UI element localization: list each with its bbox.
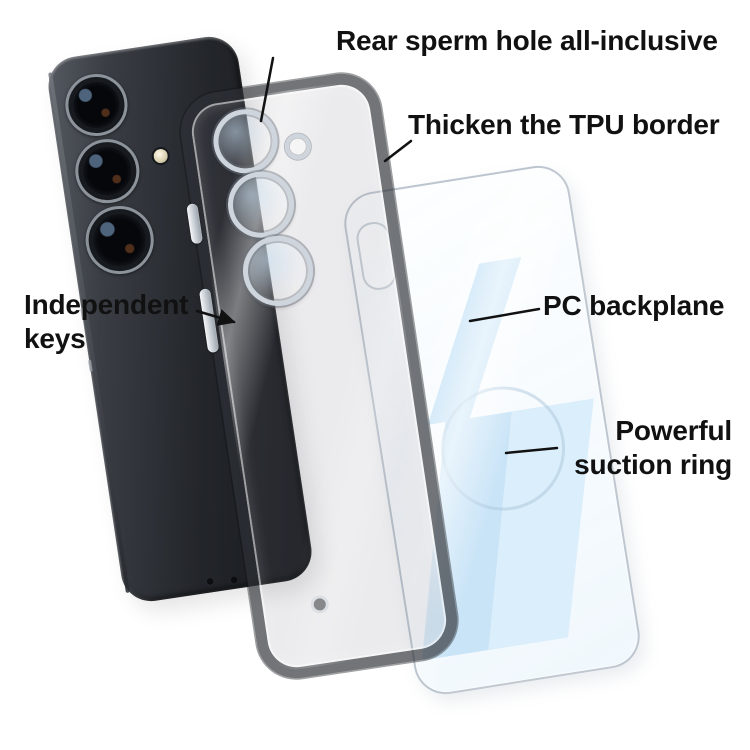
- microphone-hole: [230, 576, 238, 584]
- tpu-case-frame: [175, 68, 463, 684]
- camera-lens-3: [81, 201, 159, 279]
- case-flash-hole: [283, 131, 313, 162]
- callout-independent-keys: Independent keys: [24, 288, 188, 356]
- camera-lens-2: [70, 134, 144, 208]
- case-camera-ring-3: [238, 231, 318, 311]
- leader-line-tpu-border: [383, 139, 413, 163]
- callout-suction-ring-line2: suction ring: [574, 449, 732, 480]
- callout-tpu-border: Thicken the TPU border: [408, 109, 720, 140]
- callout-suction-ring: Powerful suction ring: [574, 414, 732, 482]
- case-camera-ring-2: [223, 167, 299, 243]
- callout-pc-backplane: PC backplane: [543, 290, 725, 321]
- callout-independent-keys-line2: keys: [24, 323, 86, 354]
- case-lanyard-hole: [309, 594, 330, 615]
- camera-lens-1: [61, 69, 132, 141]
- callout-independent-keys-line1: Independent: [24, 289, 189, 320]
- speaker-hole: [206, 578, 214, 585]
- case-camera-ring-1: [209, 104, 282, 178]
- callout-rear-hole: Rear sperm hole all-inclusive: [336, 25, 718, 56]
- callout-suction-ring-line1: Powerful: [615, 415, 732, 446]
- flash-led: [150, 145, 171, 167]
